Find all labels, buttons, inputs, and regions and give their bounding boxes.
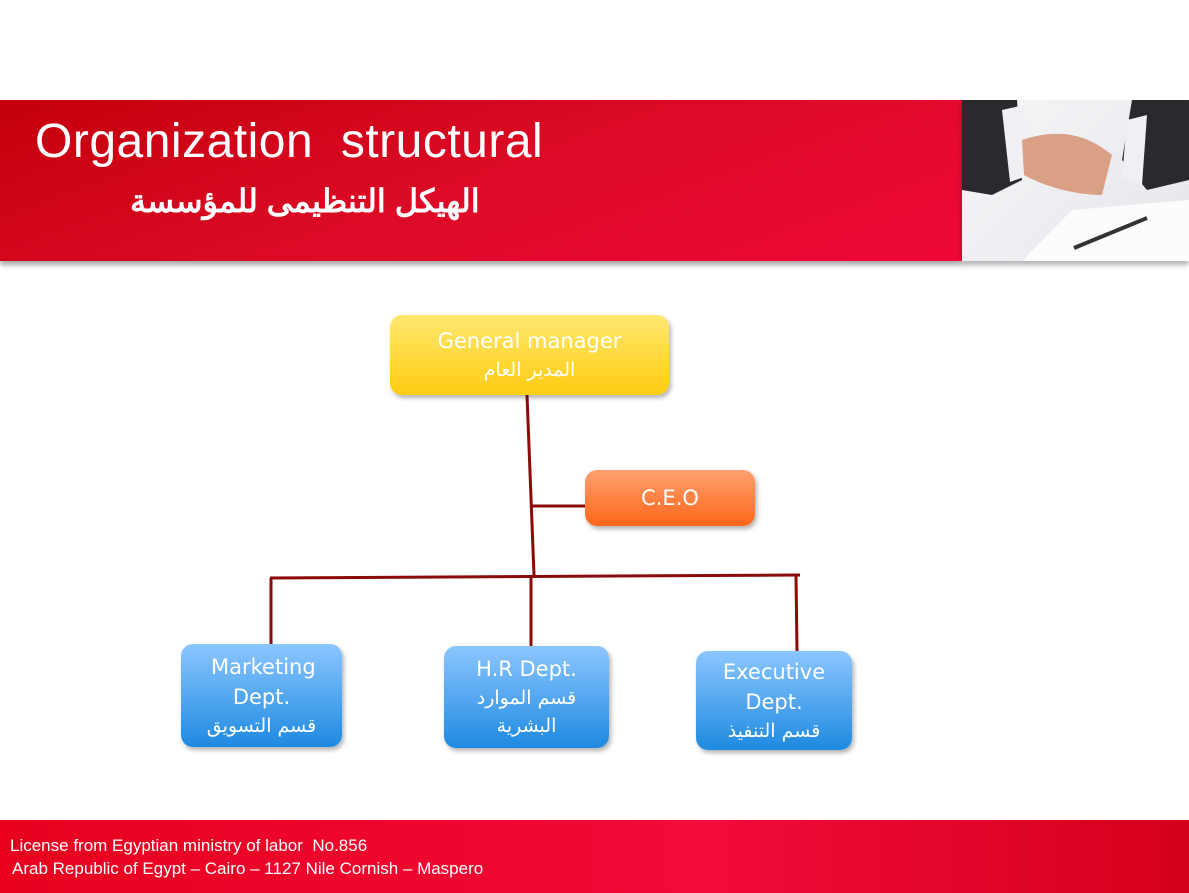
node-ceo: C.E.O: [585, 470, 755, 526]
connector-executive: [794, 574, 799, 652]
node-general-manager: General manager المدير العام: [390, 315, 669, 395]
node-label-ar: قسم التنفيذ: [727, 719, 821, 742]
connector-gm-trunk: [525, 394, 536, 576]
node-label-ar: قسم الموارد البشرية: [476, 687, 577, 737]
page-subtitle-arabic: الهيكل التنظيمى للمؤسسة: [130, 183, 480, 219]
node-hr-dept: H.R Dept. قسم الموارد البشرية: [444, 646, 609, 748]
node-label-ar: المدير العام: [483, 359, 576, 381]
node-label-en: Marketing Dept.: [211, 654, 316, 709]
node-marketing-dept: Marketing Dept. قسم التسويق: [181, 644, 342, 747]
connector-horizontal: [269, 573, 801, 580]
handshake-photo-icon: [962, 100, 1189, 261]
node-label-en: Executive Dept.: [722, 659, 826, 714]
node-label-en: C.E.O: [641, 486, 699, 510]
footer-bar: [0, 820, 1189, 893]
node-label-en: General manager: [437, 329, 622, 353]
node-label-ar: قسم التسويق: [206, 714, 317, 737]
header-banner: [0, 100, 962, 261]
page-title: Organization structural: [35, 115, 544, 168]
node-label-en: H.R Dept.: [476, 657, 577, 681]
footer-license: License from Egyptian ministry of labor …: [10, 836, 368, 855]
node-executive-dept: Executive Dept. قسم التنفيذ: [696, 651, 852, 750]
footer-address: Arab Republic of Egypt – Cairo – 1127 Ni…: [12, 859, 484, 878]
